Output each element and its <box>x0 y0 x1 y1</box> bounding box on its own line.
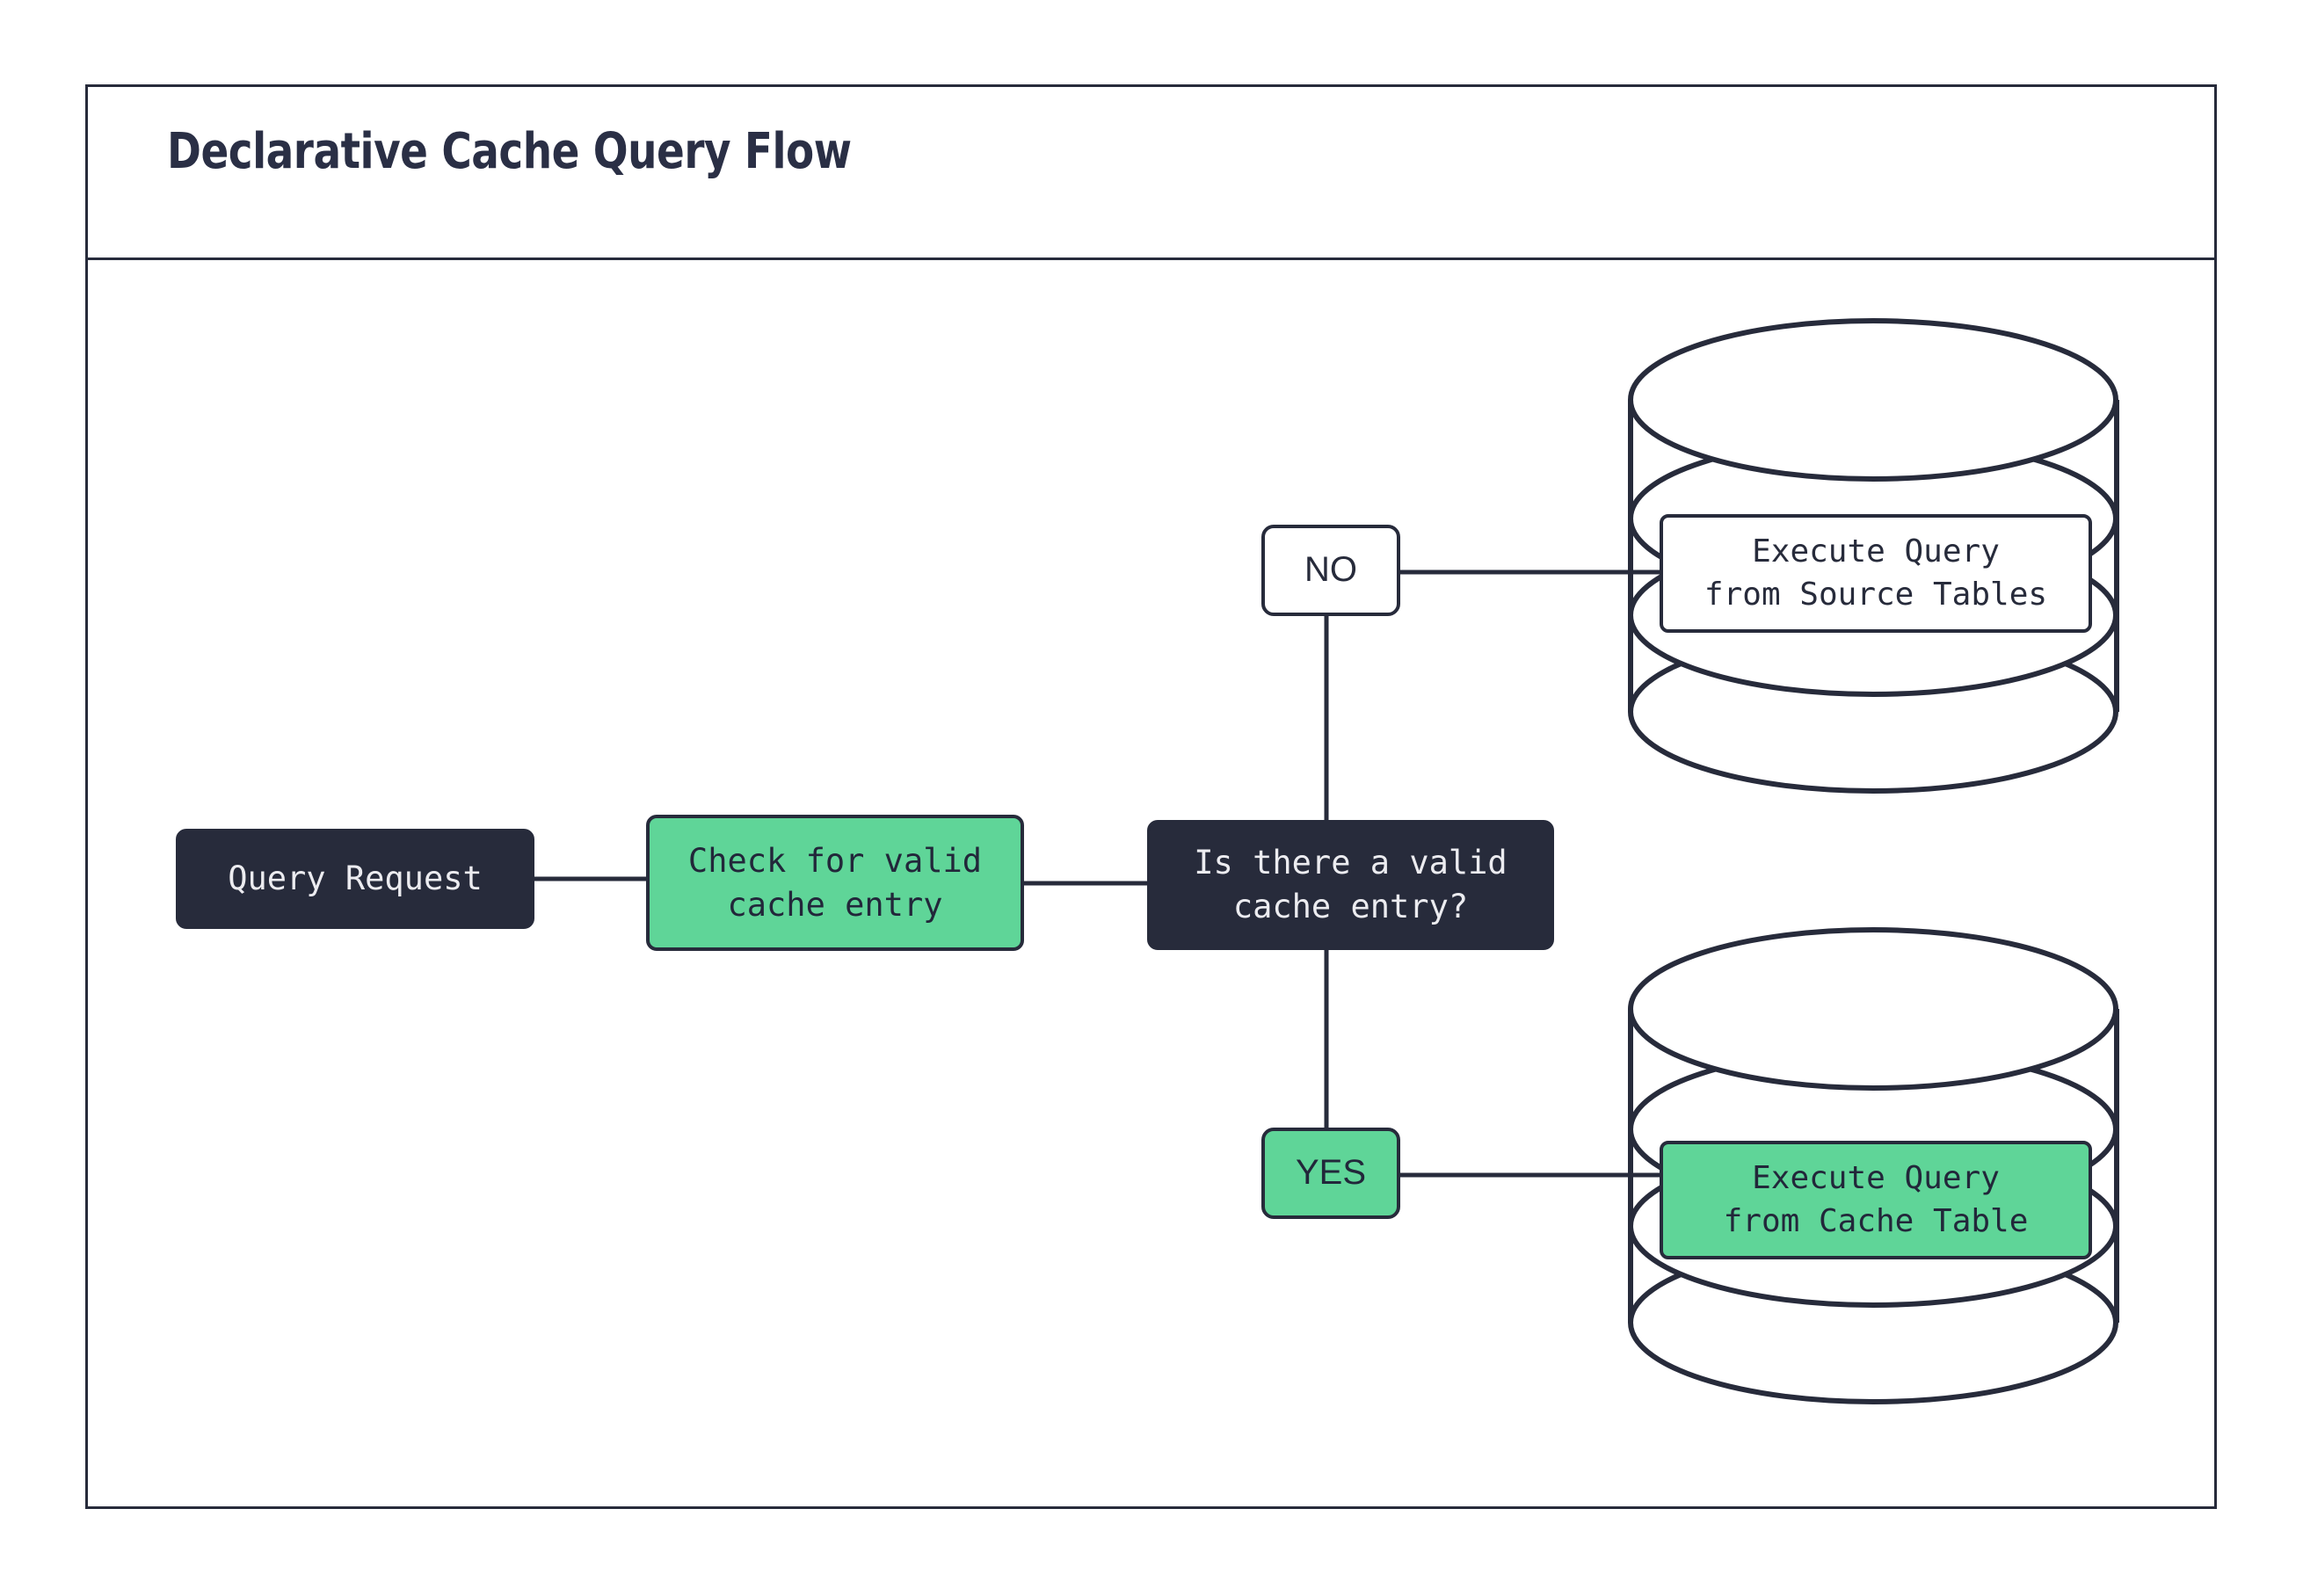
edge-label-yes[interactable]: YES <box>1261 1128 1400 1219</box>
diagram-title-bar <box>85 84 2217 260</box>
node-execute-query-from-cache-table[interactable]: Execute Query from Cache Table <box>1660 1141 2092 1259</box>
node-execute-query-from-source-tables[interactable]: Execute Query from Source Tables <box>1660 514 2092 633</box>
node-query-request[interactable]: Query Request <box>176 829 534 929</box>
page-title: Declarative Cache Query Flow <box>167 123 852 180</box>
edge-label-no[interactable]: NO <box>1261 525 1400 616</box>
node-check-for-valid-cache-entry[interactable]: Check for valid cache entry <box>646 815 1024 951</box>
diagram-frame <box>85 84 2217 1509</box>
node-decision-valid-cache-entry[interactable]: Is there a valid cache entry? <box>1147 820 1554 950</box>
